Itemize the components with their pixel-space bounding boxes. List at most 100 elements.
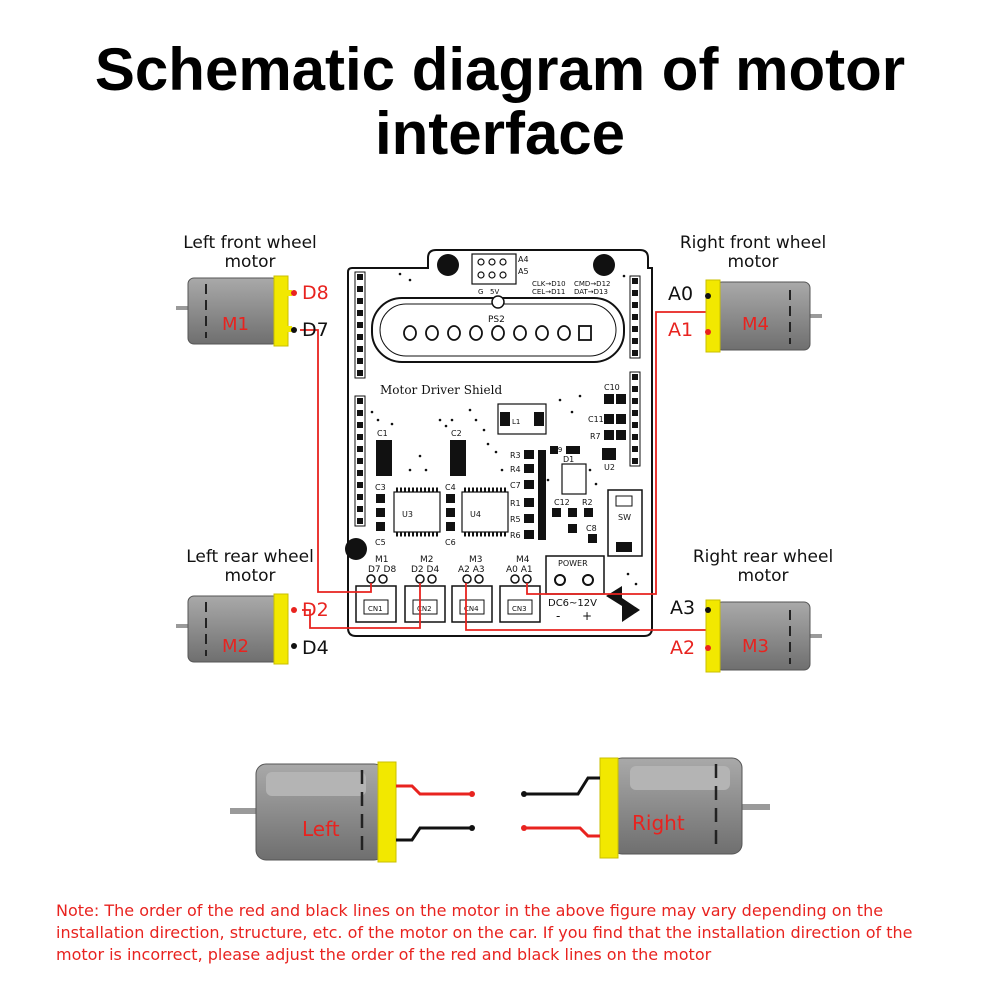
comp-c3: C3 <box>375 483 386 492</box>
header-side-g: G <box>478 288 483 296</box>
comp-d1: U2 <box>604 463 615 472</box>
comp-u3: U4 <box>470 510 481 519</box>
mount-hole <box>437 254 459 276</box>
header-pin-a4: A4 <box>518 255 529 264</box>
title-line-2: interface <box>374 100 626 167</box>
comp-c1: C1 <box>377 429 388 438</box>
comp-c12: C12 <box>554 498 570 507</box>
bottom-right-motor: Right <box>521 757 770 859</box>
caption-right-front-line2: motor <box>727 252 779 272</box>
comp-r3: R3 <box>510 451 521 460</box>
caption-right-front-line1: Right front wheel <box>679 233 827 253</box>
connector-cn4: M3 A2 A3 CN4 <box>451 555 493 623</box>
caption-right-rear: Right rear wheel motor <box>668 548 858 586</box>
comp-c6: C6 <box>445 538 456 547</box>
conn-m3-pins: A2 A3 <box>458 565 485 575</box>
header-signal-cel: CEL→D11 <box>532 288 565 296</box>
capacitor-c2 <box>450 440 466 476</box>
motor-m2-label: M2 <box>222 636 249 657</box>
header-signal-clk: CLK→D10 <box>532 280 566 288</box>
comp-u2: U3 <box>402 510 413 519</box>
conn-m1-pins: D7 D8 <box>368 565 396 575</box>
motor-m1-pin-black: D7 <box>302 319 329 341</box>
comp-r7: R7 <box>590 432 601 441</box>
wire-m2 <box>302 583 421 629</box>
board-name: Motor Driver Shield <box>380 383 502 397</box>
connector-cn2: M2 D2 D4 CN2 <box>404 555 446 623</box>
motor-cap <box>273 593 289 665</box>
bottom-left-label: Left <box>302 817 340 841</box>
conn-m4-label: M4 <box>516 555 530 565</box>
comp-r2: R2 <box>582 498 593 507</box>
comp-l1: L1 <box>512 418 520 426</box>
caption-right-rear-line2: motor <box>737 566 789 586</box>
power-plus: + <box>582 609 592 623</box>
caption-left-rear-line2: motor <box>224 566 276 586</box>
bottom-left-motor: Left <box>230 761 475 863</box>
motor-cap <box>705 279 721 353</box>
caption-left-front: Left front wheel motor <box>160 234 340 272</box>
conn-cn3-name: CN3 <box>512 605 527 613</box>
conn-m3-label: M3 <box>469 555 483 565</box>
power-minus: - <box>556 609 560 623</box>
conn-m1-label: M1 <box>375 555 389 565</box>
chip-u4 <box>561 463 587 495</box>
conn-cn4-name: CN4 <box>464 605 479 613</box>
comp-r5: R5 <box>510 515 521 524</box>
motor-m2-pin-black: D4 <box>302 637 329 659</box>
conn-cn2-name: CN2 <box>417 605 432 613</box>
motor-driver-board: A4 A5 G 5V CLK→D10 CEL→D11 CMD→D12 DAT→D… <box>345 249 653 637</box>
conn-m4-pins: A0 A1 <box>506 565 533 575</box>
capacitor-c1 <box>376 440 392 476</box>
caption-left-rear: Left rear wheel motor <box>160 548 340 586</box>
title-line-1: Schematic diagram of motor <box>94 36 906 103</box>
comp-c4: C4 <box>445 483 456 492</box>
page-title: Schematic diagram of motor interface <box>0 38 1000 166</box>
caption-right-rear-line1: Right rear wheel <box>692 547 834 567</box>
motor-m4-pin-black: A0 <box>668 283 693 305</box>
power-label: POWER <box>558 559 588 568</box>
conn-m2-pins: D2 D4 <box>411 565 439 575</box>
motor-cap <box>273 275 289 347</box>
motor-m4: M4 A0 A1 <box>668 279 822 353</box>
ps2-label: PS2 <box>488 315 505 325</box>
driver-chip-u2: U3 <box>393 487 441 537</box>
power-connector: POWER DC6~12V - + <box>545 555 640 623</box>
comp-c5: C5 <box>375 538 386 547</box>
conn-cn1-name: CN1 <box>368 605 383 613</box>
motor-m3-pin-black: A3 <box>670 597 695 619</box>
comp-c2: C2 <box>451 429 462 438</box>
caption-left-front-line2: motor <box>224 252 276 272</box>
connector-cn1: M1 D7 D8 CN1 <box>355 555 397 623</box>
comp-sw: SW <box>618 513 631 522</box>
comp-c11: C11 <box>588 415 604 424</box>
installation-note: Note: The order of the red and black lin… <box>56 901 913 964</box>
comp-r4: R4 <box>510 465 521 474</box>
bottom-right-label: Right <box>632 811 685 835</box>
power-voltage: DC6~12V <box>548 598 597 609</box>
motor-m3-label: M3 <box>742 636 769 657</box>
caption-left-front-line1: Left front wheel <box>183 233 317 253</box>
caption-right-front: Right front wheel motor <box>658 234 848 272</box>
motor-m1: M1 D8 D7 <box>176 275 329 347</box>
comp-u4: D1 <box>563 455 574 464</box>
comp-c10: C10 <box>604 383 620 392</box>
motor-m3-pin-red: A2 <box>670 637 695 659</box>
driver-chip-u3: U4 <box>461 487 509 537</box>
motor-m2-pin-red: D2 <box>302 599 329 621</box>
comp-r1: R1 <box>510 499 521 508</box>
conn-m2-label: M2 <box>420 555 434 565</box>
motor-m4-label: M4 <box>742 314 769 335</box>
comp-c8: C8 <box>586 524 597 533</box>
motor-m3: M3 A3 A2 <box>670 597 822 673</box>
connector-cn3: M4 A0 A1 CN3 <box>499 555 541 623</box>
mount-hole <box>345 538 367 560</box>
comp-r6: R6 <box>510 531 521 540</box>
power-switch <box>607 489 643 557</box>
wire-m4 <box>526 311 716 595</box>
motor-cap <box>705 599 721 673</box>
mount-hole <box>593 254 615 276</box>
inductor-l1 <box>497 403 547 435</box>
comp-c9: C9 <box>553 446 562 454</box>
